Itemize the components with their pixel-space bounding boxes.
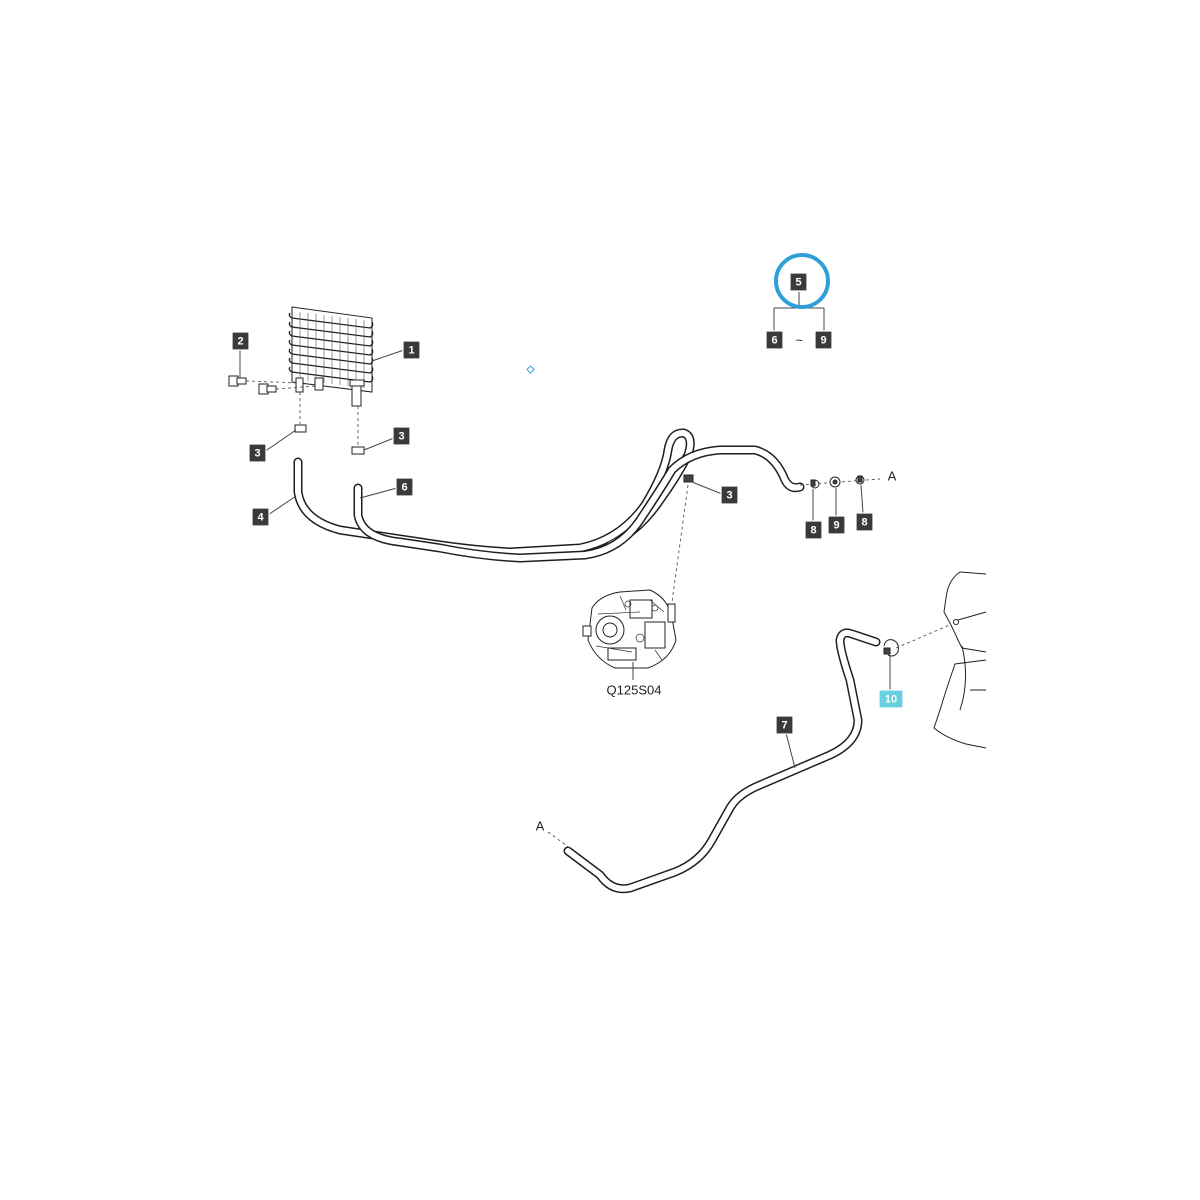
svg-text:9: 9	[820, 335, 826, 347]
callout-5[interactable]: 5	[789, 272, 808, 292]
clamp-center	[683, 474, 694, 483]
hose-6	[353, 445, 805, 563]
callout-3-right[interactable]: 3	[392, 426, 411, 446]
fitting-set	[810, 475, 865, 489]
svg-text:3: 3	[726, 490, 732, 502]
callout-6[interactable]: 6	[395, 477, 414, 497]
callout-9-kit[interactable]: 9	[814, 330, 833, 350]
callout-8-left[interactable]: 8	[804, 520, 823, 540]
svg-text:7: 7	[781, 720, 787, 732]
assembly-line-center	[671, 484, 689, 603]
callout-1[interactable]: 1	[402, 340, 421, 360]
leader-3a	[263, 429, 297, 453]
callout-7[interactable]: 7	[775, 715, 794, 735]
leader-6	[359, 487, 398, 499]
connection-marker-a-upper: A	[888, 469, 897, 484]
svg-text:3: 3	[398, 431, 404, 443]
engine-housing	[933, 571, 987, 749]
callout-3-left[interactable]: 3	[248, 443, 267, 463]
leader-3c	[691, 481, 723, 495]
callout-4[interactable]: 4	[251, 507, 270, 527]
clamp-right	[351, 446, 365, 455]
kit-highlight-ring	[774, 253, 830, 309]
callout-8-right[interactable]: 8	[855, 512, 874, 532]
hose-7	[563, 628, 881, 894]
svg-text:3: 3	[254, 448, 260, 460]
leader-4	[267, 495, 297, 516]
svg-text:4: 4	[257, 512, 264, 524]
svg-text:1: 1	[408, 345, 414, 357]
svg-text:6: 6	[771, 335, 777, 347]
bolt-axis-2	[275, 385, 317, 390]
svg-text:9: 9	[833, 520, 839, 532]
svg-text:8: 8	[810, 525, 816, 537]
callout-10[interactable]: 10	[878, 689, 904, 709]
leader-3b	[363, 437, 395, 451]
svg-text:10: 10	[885, 694, 897, 706]
component-code-label[interactable]: Q125S04	[607, 683, 662, 698]
leader-7	[785, 732, 796, 769]
leader-8b	[860, 484, 864, 514]
callout-3-center[interactable]: 3	[720, 485, 739, 505]
svg-text:8: 8	[861, 517, 867, 529]
callout-9[interactable]: 9	[827, 515, 846, 535]
leader-1	[371, 349, 405, 362]
callout-2[interactable]: 2	[231, 331, 250, 351]
svg-text:5: 5	[795, 277, 801, 289]
fuel-injection-pump	[582, 589, 677, 669]
svg-text:2: 2	[237, 336, 243, 348]
clamp-10	[883, 639, 899, 657]
clamp-10-axis	[895, 623, 953, 649]
clamp-left	[294, 424, 307, 433]
oil-cooler	[288, 306, 374, 407]
return-line-a-connection	[547, 831, 571, 849]
svg-text:6: 6	[401, 482, 407, 494]
connection-marker-a-lower: A	[536, 819, 545, 834]
mounting-bolts	[228, 375, 277, 395]
callout-6-kit[interactable]: 6	[765, 330, 784, 350]
center-marker	[526, 365, 535, 374]
range-separator: ~	[795, 333, 803, 348]
